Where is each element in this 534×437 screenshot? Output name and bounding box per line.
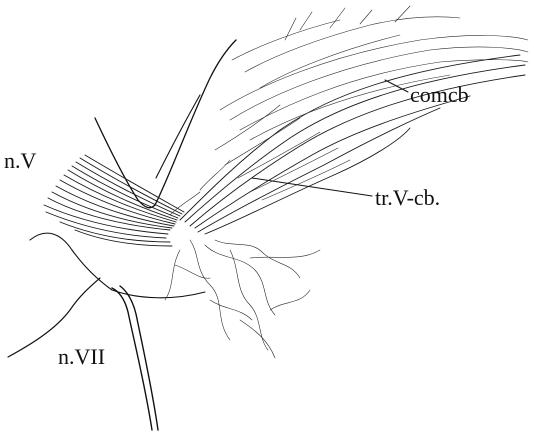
- outer-boundary-line: [30, 233, 205, 298]
- label-nVII: n.VII: [58, 344, 105, 369]
- leader-trVcb: [252, 178, 372, 196]
- label-nV: n.V: [4, 148, 37, 173]
- nerve-root-right-edge: [120, 286, 158, 430]
- trigeminal-root-fibers: [44, 155, 184, 246]
- ascending-fibers: [180, 6, 528, 234]
- ventricle-edge-inner: [156, 95, 200, 178]
- label-trVcb: tr.V-cb.: [375, 185, 440, 210]
- collateral-fibers: [165, 160, 320, 358]
- ventricle-edge-left: [95, 118, 155, 208]
- ventricle-edge-right: [155, 40, 236, 205]
- label-comcb: comcb: [410, 82, 469, 107]
